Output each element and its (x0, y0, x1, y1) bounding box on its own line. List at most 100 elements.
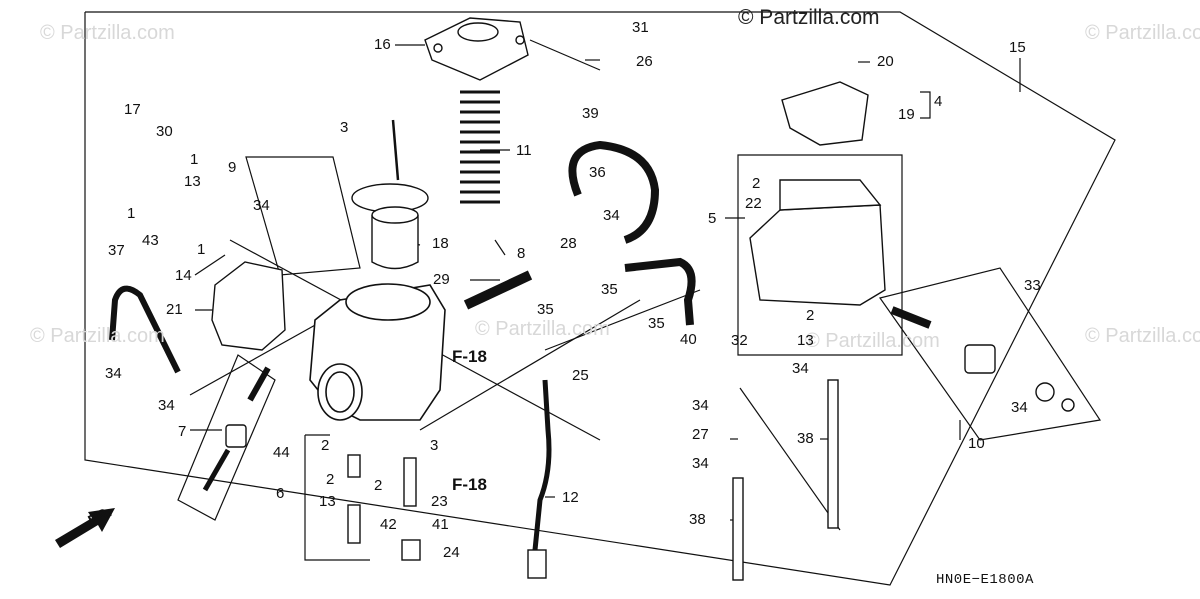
callout-32: 32 (731, 332, 748, 349)
watermark-main: © Partzilla.com (738, 6, 880, 29)
piston (351, 183, 429, 270)
hose-29 (463, 270, 533, 310)
callout-26: 26 (636, 53, 653, 70)
callout-41: 41 (432, 516, 449, 533)
float (781, 81, 869, 146)
callout-13b: 13 (797, 332, 814, 349)
callout-37: 37 (108, 242, 125, 259)
callout-27: 27 (692, 426, 709, 443)
callout-2e: 2 (374, 477, 383, 494)
needle-jet-group-box (177, 354, 276, 521)
callout-42: 42 (380, 516, 397, 533)
callout-39: 39 (582, 105, 599, 122)
jet-needle (391, 119, 400, 181)
callout-43: 43 (142, 232, 159, 249)
diagram-code: HN0E−E1800A (936, 572, 1034, 588)
callout-33: 33 (1024, 277, 1041, 294)
watermark-ml: © Partzilla.com (30, 325, 165, 347)
callout-25: 25 (572, 367, 589, 384)
drain-tube-lower (732, 477, 744, 581)
tube-40 (624, 257, 696, 326)
callout-4: 4 (934, 93, 943, 110)
callout-1b: 1 (127, 205, 136, 222)
float-chamber (749, 179, 886, 306)
watermark-tl: © Partzilla.com (40, 22, 175, 44)
callout-36: 36 (589, 164, 606, 181)
callout-7: 7 (178, 423, 187, 440)
tube-39 (568, 140, 660, 244)
callout-10: 10 (968, 435, 985, 452)
callout-5: 5 (708, 210, 717, 227)
callout-3b: 3 (430, 437, 439, 454)
callout-40: 40 (680, 331, 697, 348)
jet-group-bracket (304, 435, 370, 561)
drain-tube-upper (827, 379, 839, 529)
callout-12: 12 (562, 489, 579, 506)
callout-13a: 13 (184, 173, 201, 190)
float-chamber-box (737, 154, 903, 356)
tube-group-box (245, 156, 361, 276)
callout-24: 24 (443, 544, 460, 561)
callout-23: 23 (431, 493, 448, 510)
callout-2c: 2 (321, 437, 330, 454)
callout-34d: 34 (158, 397, 175, 414)
callout-44: 44 (273, 444, 290, 461)
spring (460, 90, 500, 204)
callout-35b: 35 (537, 301, 554, 318)
callout-2d: 2 (326, 471, 335, 488)
pilot-screw-group-box (879, 267, 1102, 441)
callout-35c: 35 (648, 315, 665, 332)
callout-28: 28 (560, 235, 577, 252)
callout-8: 8 (517, 245, 526, 262)
callout-29: 29 (433, 271, 450, 288)
callout-1c: 1 (197, 241, 206, 258)
watermark-mr: © Partzilla.com (1085, 325, 1200, 347)
callout-38a: 38 (797, 430, 814, 447)
callout-15: 15 (1009, 39, 1026, 56)
callout-9: 9 (228, 159, 237, 176)
callout-13c: 13 (319, 493, 336, 510)
assembly-outline (84, 11, 1116, 586)
callout-22: 22 (745, 195, 762, 212)
callout-34a: 34 (253, 197, 270, 214)
jets (347, 454, 421, 561)
needle-jet-parts (202, 366, 271, 492)
callout-14: 14 (175, 267, 192, 284)
callout-3a: 3 (340, 119, 349, 136)
callout-34g: 34 (692, 455, 709, 472)
callout-2b: 2 (806, 307, 815, 324)
pilot-screw-set (890, 306, 1075, 412)
carburetor-body (309, 283, 446, 421)
front-arrow (55, 508, 115, 548)
tube-37 (109, 285, 181, 374)
callout-31: 31 (632, 19, 649, 36)
callout-6: 6 (276, 485, 285, 502)
callout-17: 17 (124, 101, 141, 118)
heater-harness (532, 379, 552, 551)
callout-2a: 2 (752, 175, 761, 192)
section-ref-lower: F-18 (452, 475, 487, 494)
watermark-center: © Partzilla.com (475, 318, 610, 340)
callout-30: 30 (156, 123, 173, 140)
watermark-center-right: © Partzilla.com (805, 330, 940, 352)
callout-21: 21 (166, 301, 183, 318)
callout-34e: 34 (792, 360, 809, 377)
callout-34c: 34 (105, 365, 122, 382)
callout-35a: 35 (601, 281, 618, 298)
callout-34h: 34 (1011, 399, 1028, 416)
callout-16: 16 (374, 36, 391, 53)
callout-34f: 34 (692, 397, 709, 414)
callout-34b: 34 (603, 207, 620, 224)
watermark-tr: © Partzilla.com (1085, 22, 1200, 44)
callout-38b: 38 (689, 511, 706, 528)
callout-11: 11 (516, 142, 532, 159)
section-ref-upper: F-18 (452, 347, 487, 366)
accelerator-pump-cover (211, 261, 286, 351)
top-cover (424, 17, 529, 81)
callout-19: 19 (898, 106, 915, 123)
front-direction-label: FR. (85, 503, 115, 530)
callout-1a: 1 (190, 151, 199, 168)
callout-18: 18 (432, 235, 449, 252)
callout-20: 20 (877, 53, 894, 70)
